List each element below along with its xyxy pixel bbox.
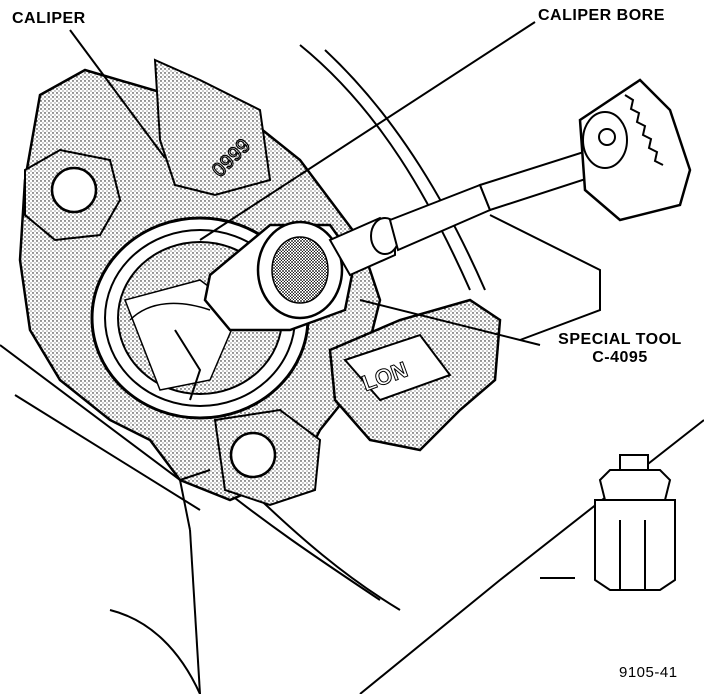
caliper-lug-right — [328, 298, 502, 452]
special-tool-label-line1: SPECIAL TOOL — [558, 331, 682, 348]
special-tool-label-line2: C-4095 — [592, 348, 648, 366]
bleeder-screw — [540, 454, 676, 591]
caliper-bore-label: CALIPER BORE — [538, 7, 665, 24]
figure-number: 9105-41 — [619, 664, 678, 681]
special-tool — [203, 78, 692, 332]
leader-lines — [69, 21, 541, 346]
special-tool-label: SPECIAL TOOL C-4095 — [545, 331, 695, 366]
leader-special-tool — [359, 299, 541, 346]
mounting-bolt-hole-left — [50, 166, 98, 214]
mounting-bolt-hole-lower — [229, 431, 277, 479]
caliper-label: CALIPER — [12, 10, 86, 27]
leader-caliper-bore — [199, 21, 536, 241]
leader-caliper — [69, 29, 166, 159]
